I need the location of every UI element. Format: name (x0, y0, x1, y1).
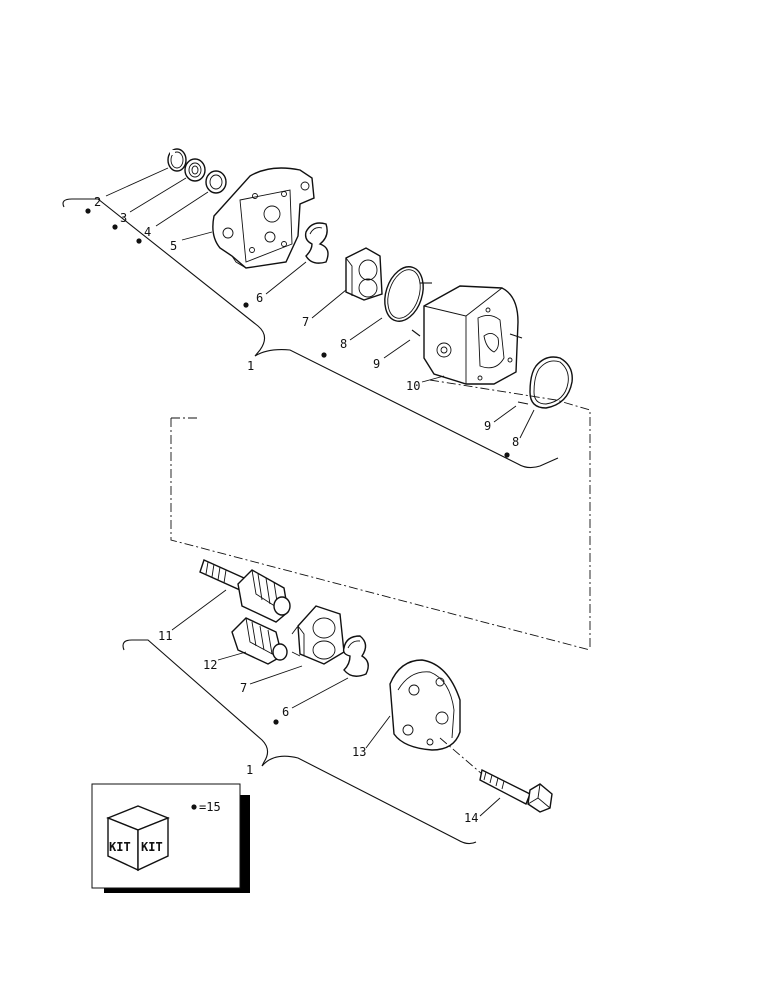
bottom-assembly-bracket (122, 639, 477, 845)
kit-marker-dots (85, 208, 510, 725)
bearing-part (184, 158, 206, 182)
kit-label-right: KIT (141, 840, 163, 854)
dowel-pin-right-part (517, 401, 529, 405)
kit-legend: KIT KIT =15 (91, 783, 250, 893)
leader-lines (105, 167, 535, 817)
drive-shaft-part (199, 559, 291, 623)
callout-7-bottom: 7 (240, 681, 247, 695)
top-assembly-bracket (62, 198, 559, 469)
snap-ring-part (167, 148, 187, 172)
kit-key-label: =15 (199, 800, 221, 814)
kit-cube-icon (106, 805, 170, 872)
callout-9-right: 9 (484, 419, 491, 433)
seal-part (205, 170, 227, 194)
o-ring-right-part (529, 356, 573, 409)
front-cover-part (212, 167, 315, 269)
callout-11: 11 (158, 629, 172, 643)
bolt-part (479, 768, 553, 813)
callout-2: 2 (94, 195, 101, 209)
callout-6-top: 6 (256, 291, 263, 305)
callout-13: 13 (352, 745, 366, 759)
callout-5: 5 (170, 239, 177, 253)
kit-label-left: KIT (109, 840, 131, 854)
callout-7-top: 7 (302, 315, 309, 329)
callout-6-bottom: 6 (282, 705, 289, 719)
callout-8-right: 8 (512, 435, 519, 449)
callout-10: 10 (406, 379, 420, 393)
o-ring-left-part (384, 266, 424, 322)
figure8-seal-bottom-part (342, 635, 369, 677)
callout-9-left: 9 (373, 357, 380, 371)
callout-12: 12 (203, 658, 217, 672)
bushing-block-top-part (345, 247, 383, 301)
kit-key-dot (191, 804, 197, 810)
driven-gear-part (231, 617, 288, 665)
gear-housing-part (423, 285, 519, 385)
callout-14: 14 (464, 811, 478, 825)
callout-1-bottom: 1 (246, 763, 253, 777)
bushing-block-bottom-part (297, 605, 345, 665)
rear-cover-part (389, 659, 461, 751)
callout-labels: 1 2 3 4 5 6 7 8 9 10 9 8 11 12 7 6 13 1 … (94, 195, 519, 825)
figure8-seal-top-part (304, 222, 329, 264)
callout-1-top: 1 (247, 359, 254, 373)
callout-3: 3 (120, 211, 127, 225)
callout-4: 4 (144, 225, 151, 239)
callout-8-left: 8 (340, 337, 347, 351)
